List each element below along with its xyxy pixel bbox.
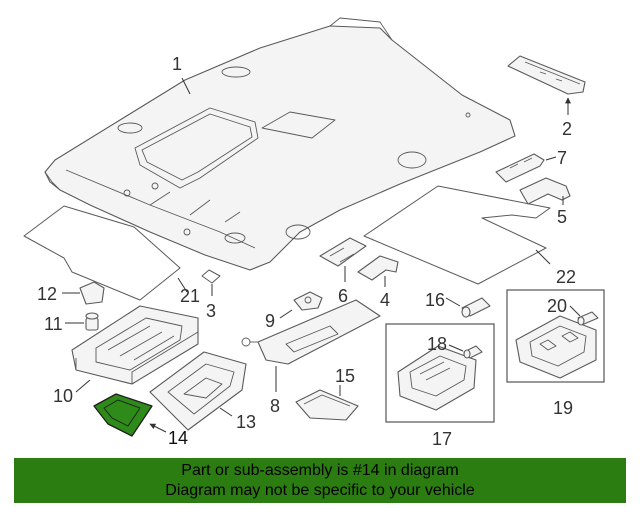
callout-numbers: 1 2 3 4 5 6 7 8 9 10 11 12 13 14 15 16 1…	[37, 54, 576, 449]
part-18-bulb[interactable]	[463, 345, 483, 359]
part-14-lens-cover[interactable]	[93, 393, 153, 437]
callout-16[interactable]: 16	[425, 290, 445, 310]
callout-14[interactable]: 14	[168, 428, 188, 448]
part-22-insulator-pad[interactable]	[363, 185, 551, 285]
callout-7[interactable]: 7	[557, 148, 567, 168]
callout-10[interactable]: 10	[53, 386, 73, 406]
callout-13[interactable]: 13	[236, 412, 256, 432]
callout-15[interactable]: 15	[335, 366, 355, 386]
callout-6[interactable]: 6	[338, 286, 348, 306]
callout-11[interactable]: 11	[44, 314, 63, 334]
part-8-sun-visor[interactable]	[241, 299, 381, 365]
callout-17[interactable]: 17	[432, 429, 452, 449]
callout-5[interactable]: 5	[557, 207, 567, 227]
part-20-bulb[interactable]	[577, 311, 599, 326]
part-17-dome-lamp-assembly[interactable]	[385, 323, 495, 423]
callout-2[interactable]: 2	[562, 119, 572, 139]
part-1-headliner[interactable]	[44, 17, 516, 271]
banner-part-line: Part or sub-assembly is #14 in diagram	[181, 462, 459, 479]
part-4-grab-handle[interactable]	[357, 255, 399, 281]
callout-9[interactable]: 9	[265, 311, 275, 331]
callout-1[interactable]: 1	[172, 54, 182, 74]
part-9-visor-clip[interactable]	[293, 291, 323, 311]
part-16-bulb[interactable]	[461, 297, 491, 318]
banner-disclaimer-line: Diagram may not be specific to your vehi…	[165, 482, 475, 499]
part-6-bracket[interactable]	[319, 237, 367, 267]
part-13-console-frame[interactable]	[149, 351, 247, 431]
part-5-grab-handle[interactable]	[519, 177, 571, 205]
callout-18[interactable]: 18	[427, 334, 447, 354]
part-3-clip[interactable]	[201, 269, 221, 284]
callout-12[interactable]: 12	[37, 284, 57, 304]
part-info-banner: Part or sub-assembly is #14 in diagram D…	[14, 458, 626, 503]
callout-20[interactable]: 20	[547, 296, 567, 316]
exploded-parts-diagram: 1 2 3 4 5 6 7 8 9 10 11 12 13 14 15 16 1…	[23, 17, 605, 449]
callout-8[interactable]: 8	[270, 396, 280, 416]
part-19-map-lamp-assembly[interactable]	[506, 289, 605, 383]
part-7-bracket[interactable]	[495, 153, 545, 183]
part-2-trim-strip[interactable]	[507, 55, 586, 95]
callout-19[interactable]: 19	[553, 398, 573, 418]
callout-4[interactable]: 4	[380, 290, 390, 310]
part-11-bulb[interactable]	[85, 312, 99, 331]
part-10-console-housing[interactable]	[71, 305, 199, 385]
callout-21[interactable]: 21	[180, 286, 200, 306]
part-21-insulator-pad[interactable]	[23, 205, 181, 301]
callout-3[interactable]: 3	[206, 301, 216, 321]
callout-22[interactable]: 22	[556, 267, 576, 287]
part-12-cap[interactable]	[79, 281, 105, 305]
part-15-lamp-lens[interactable]	[295, 389, 359, 421]
leader-lines	[62, 77, 581, 433]
